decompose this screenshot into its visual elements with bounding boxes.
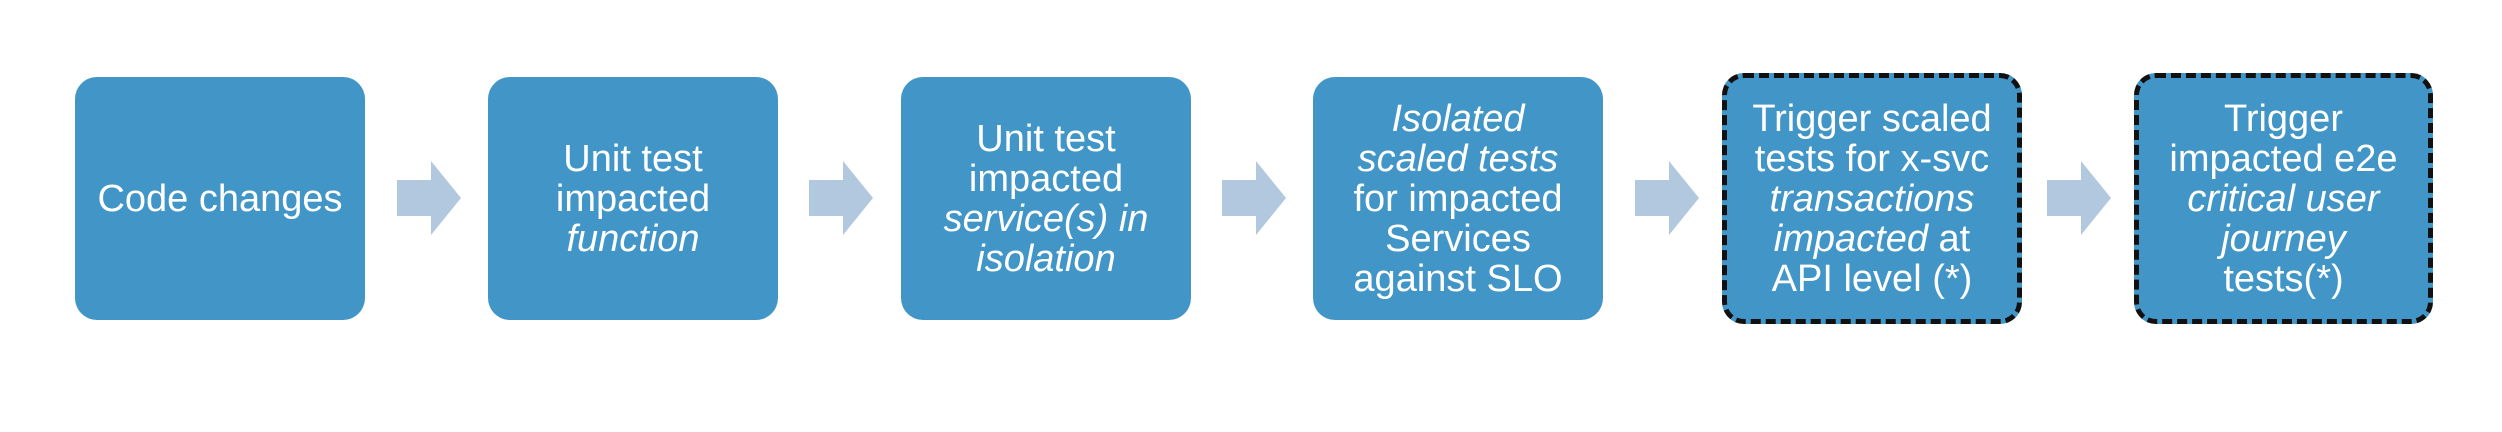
italic-text-run: scaled tests [1357, 137, 1559, 180]
step-code-changes: Code changes [75, 77, 365, 320]
step-label-line: Trigger [2169, 99, 2397, 139]
arrow-icon [2047, 161, 2111, 235]
italic-text-run: function [566, 217, 700, 260]
text-run: Services [1385, 217, 1531, 260]
text-run: for impacted [1353, 177, 1563, 220]
text-run: tests(*) [2223, 257, 2344, 300]
text-run: Trigger [2224, 97, 2343, 140]
italic-text-run: transactions [1769, 177, 1975, 220]
step-label-line: Services [1353, 219, 1562, 259]
step-label-line: Unit test [944, 119, 1149, 159]
step-label-line: tests(*) [2169, 259, 2397, 299]
step-label-line: function [556, 219, 710, 259]
text-run: against SLO [1353, 257, 1563, 300]
italic-text-run: impacted [1773, 217, 1928, 260]
step-label-line: against SLO [1353, 259, 1562, 299]
arrow-icon [1635, 161, 1699, 235]
text-run: impacted e2e [2169, 137, 2398, 180]
step-label-line: impacted [944, 159, 1149, 199]
step-label-line: impacted e2e [2169, 139, 2397, 179]
step-label-line: API level (*) [1752, 259, 1991, 299]
text-run: Unit test [976, 117, 1116, 160]
step-label-line: critical user [2169, 179, 2397, 219]
step-code-changes-label: Code changes [97, 179, 342, 219]
italic-text-run: Isolated [1391, 97, 1525, 140]
text-run: tests for x-svc [1754, 137, 1990, 180]
step-label-line: impacted at [1752, 219, 1991, 259]
arrow-icon [809, 161, 873, 235]
text-run: Unit test [563, 137, 703, 180]
step-label-line: journey [2169, 219, 2397, 259]
arrow-icon [397, 161, 461, 235]
step-label-line: Code changes [97, 179, 342, 219]
text-run: Code changes [97, 177, 343, 220]
italic-text-run: isolation [976, 237, 1116, 280]
italic-text-run: service(s) in [943, 197, 1149, 240]
italic-text-run: critical user [2187, 177, 2380, 220]
step-label-line: tests for x-svc [1752, 139, 1991, 179]
step-label-line: for impacted [1353, 179, 1562, 219]
arrow-icon [1222, 161, 1286, 235]
step-label-line: service(s) in [944, 199, 1149, 239]
step-label-line: scaled tests [1353, 139, 1562, 179]
text-run: impacted [555, 177, 711, 220]
text-run: API level (*) [1771, 257, 1973, 300]
step-label-line: transactions [1752, 179, 1991, 219]
step-label-line: Trigger scaled [1752, 99, 1991, 139]
text-run: at [1927, 217, 1971, 260]
italic-text-run: journey [2221, 217, 2346, 260]
text-run: impacted [968, 157, 1124, 200]
step-label-line: Isolated [1353, 99, 1562, 139]
text-run: Trigger scaled [1752, 97, 1992, 140]
step-label-line: Unit test [556, 139, 710, 179]
step-label-line: impacted [556, 179, 710, 219]
step-label-line: isolation [944, 239, 1149, 279]
